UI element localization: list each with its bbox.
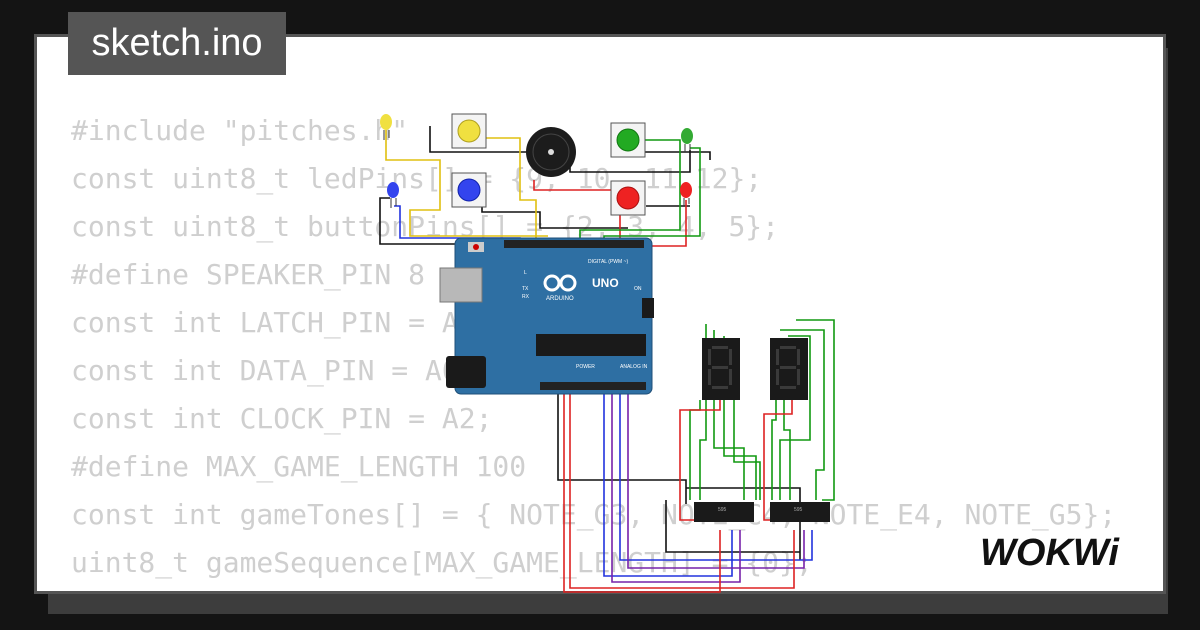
chip-label-right: 595 bbox=[794, 507, 803, 513]
wire bbox=[780, 329, 825, 500]
wire bbox=[603, 388, 733, 577]
wire bbox=[484, 137, 537, 240]
code-line: uint8_t gameSequence[MAX_GAME_LENGTH] = … bbox=[71, 546, 813, 579]
wire bbox=[763, 400, 793, 521]
led-yellow bbox=[380, 114, 392, 140]
wire bbox=[689, 400, 701, 500]
chip-label-left: 595 bbox=[718, 507, 727, 513]
seven-segment-display-left bbox=[702, 338, 740, 400]
shift-register-right: 595 bbox=[770, 502, 830, 522]
wire bbox=[533, 180, 621, 244]
button-red[interactable] bbox=[610, 180, 646, 216]
seven-segment-display-right bbox=[770, 338, 808, 400]
digital-label: DIGITAL (PWM ~) bbox=[588, 259, 628, 265]
button-green[interactable] bbox=[610, 122, 646, 158]
wire bbox=[611, 388, 741, 583]
code-line: #define MAX_GAME_LENGTH 100 bbox=[71, 450, 527, 483]
code-line: #include "pitches.h" bbox=[71, 114, 409, 147]
wire bbox=[557, 388, 687, 504]
wire bbox=[569, 388, 795, 589]
wokwi-logo: WOKWi bbox=[980, 532, 1120, 574]
arduino-uno-board: UNO ARDUINO DIGITAL (PWM ~) POWER ANALOG… bbox=[439, 237, 654, 395]
wire bbox=[796, 319, 835, 501]
wokwi-logo-text: WOKWi bbox=[980, 532, 1120, 574]
board-brand: ARDUINO bbox=[546, 296, 574, 302]
led-blue bbox=[387, 182, 399, 208]
analog-label: ANALOG IN bbox=[620, 364, 648, 370]
wire bbox=[679, 400, 721, 521]
wire bbox=[379, 197, 505, 245]
code-preview: #include "pitches.h"const uint8_t ledPin… bbox=[71, 107, 1117, 591]
wire bbox=[779, 335, 811, 500]
shift-register-left: 595 bbox=[694, 502, 754, 522]
wire bbox=[619, 388, 813, 561]
wire bbox=[686, 487, 801, 560]
rx-label: RX bbox=[522, 294, 530, 300]
code-line: #define SPEAKER_PIN 8 bbox=[71, 258, 426, 291]
code-line: const int CLOCK_PIN = A2; bbox=[71, 402, 493, 435]
buzzer bbox=[526, 127, 576, 177]
wire bbox=[665, 500, 800, 553]
led-green bbox=[681, 128, 693, 152]
led-red bbox=[680, 182, 692, 206]
code-line: const int gameTones[] = { NOTE_G3, NOTE_… bbox=[71, 498, 1117, 531]
wire bbox=[783, 400, 791, 500]
wire bbox=[733, 340, 761, 500]
wire bbox=[429, 126, 542, 153]
on-label: ON bbox=[634, 286, 642, 292]
wire bbox=[627, 388, 805, 569]
wire bbox=[579, 139, 681, 244]
wire bbox=[481, 200, 628, 229]
l-label: L bbox=[524, 270, 527, 276]
button-yellow[interactable] bbox=[451, 113, 487, 149]
wire bbox=[563, 388, 721, 593]
power-label: POWER bbox=[576, 364, 595, 370]
file-tab[interactable]: sketch.ino bbox=[68, 12, 286, 75]
board-name: UNO bbox=[592, 276, 619, 290]
wire bbox=[640, 151, 711, 160]
wire bbox=[771, 400, 777, 500]
tx-label: TX bbox=[522, 286, 529, 292]
button-blue[interactable] bbox=[451, 172, 487, 208]
wire bbox=[385, 130, 548, 237]
